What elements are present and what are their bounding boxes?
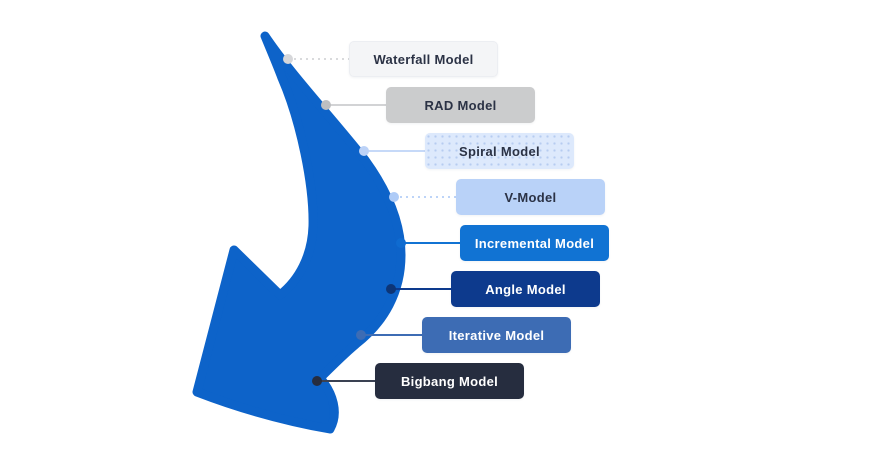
connector-dot-incremental: [396, 238, 406, 248]
model-box-iterative: Iterative Model: [422, 317, 571, 353]
model-box-waterfall: Waterfall Model: [349, 41, 498, 77]
connector-dot-angle: [386, 284, 396, 294]
model-label-spiral: Spiral Model: [459, 143, 540, 159]
connector-incremental: [396, 238, 460, 248]
model-label-angle: Angle Model: [485, 281, 566, 297]
model-label-bigbang: Bigbang Model: [400, 373, 499, 389]
connector-iterative: [356, 330, 422, 340]
connector-dot-v-model: [389, 192, 399, 202]
model-label-waterfall: Waterfall Model: [373, 51, 474, 67]
connector-waterfall: [283, 54, 349, 64]
connector-bigbang: [312, 376, 375, 386]
connector-angle: [386, 284, 451, 294]
model-label-incremental: Incremental Model: [474, 235, 595, 251]
curved-arrow: [192, 31, 406, 434]
model-box-spiral: Spiral Model: [425, 133, 574, 169]
model-box-rad: RAD Model: [386, 87, 535, 123]
connector-rad: [321, 100, 386, 110]
model-label-iterative: Iterative Model: [448, 327, 545, 343]
model-label-v-model: V-Model: [504, 189, 557, 205]
model-box-bigbang: Bigbang Model: [375, 363, 524, 399]
model-label-rad: RAD Model: [424, 97, 497, 113]
connector-spiral: [359, 146, 425, 156]
model-box-incremental: Incremental Model: [460, 225, 609, 261]
model-box-v-model: V-Model: [456, 179, 605, 215]
connector-dot-rad: [321, 100, 331, 110]
connector-dot-bigbang: [312, 376, 322, 386]
connector-dot-waterfall: [283, 54, 293, 64]
connector-dot-iterative: [356, 330, 366, 340]
model-box-angle: Angle Model: [451, 271, 600, 307]
connector-dot-spiral: [359, 146, 369, 156]
connector-v-model: [389, 192, 456, 202]
